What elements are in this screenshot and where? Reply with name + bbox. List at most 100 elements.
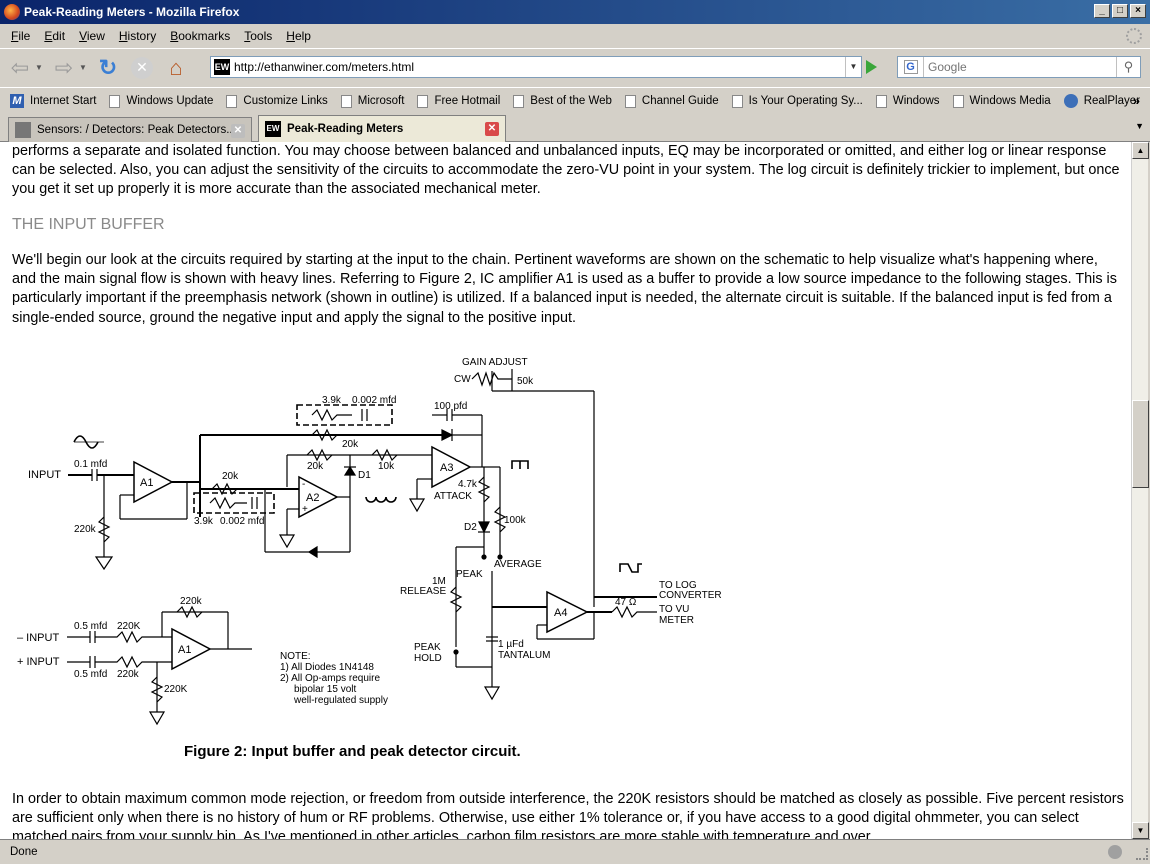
to-vu-label: TO VU	[659, 604, 689, 615]
tab-close-icon[interactable]: ✕	[485, 122, 499, 136]
forward-history-dropdown[interactable]: ▼	[79, 63, 87, 72]
menu-file[interactable]: File	[4, 29, 37, 43]
bookmark-item[interactable]: Best of the Web	[513, 94, 612, 108]
r-220K-b-label: 220k	[117, 669, 140, 680]
peak-hold-1-label: PEAK	[414, 642, 441, 653]
bookmark-item[interactable]: Microsoft	[340, 94, 404, 108]
maximize-button[interactable]: □	[1112, 4, 1128, 18]
resize-grip-icon[interactable]	[1136, 848, 1148, 860]
close-button[interactable]: ×	[1130, 4, 1146, 18]
average-label: AVERAGE	[494, 559, 542, 570]
a2-label: A2	[306, 492, 319, 504]
bookmark-item[interactable]: RealPlayer	[1063, 94, 1140, 108]
bookmark-item[interactable]: Customize Links	[226, 94, 328, 108]
search-input[interactable]	[924, 60, 1116, 74]
bookmark-label: RealPlayer	[1083, 95, 1140, 107]
bookmark-label: Is Your Operating Sy...	[748, 95, 863, 107]
neg-input-label: – INPUT	[17, 632, 59, 644]
c-002-top-label: 0.002 mfd	[352, 395, 396, 406]
menu-view[interactable]: View	[72, 29, 112, 43]
back-history-dropdown[interactable]: ▼	[35, 63, 43, 72]
menu-history[interactable]: History	[112, 29, 163, 43]
menu-accelerator: B	[170, 29, 179, 43]
r-220K-gnd-label: 220K	[164, 684, 188, 695]
tab-label: Sensors: / Detectors: Peak Detectors...	[37, 124, 236, 136]
bookmark-item[interactable]: Channel Guide	[624, 94, 719, 108]
tab-favicon-icon: EW	[265, 121, 281, 137]
release-label: RELEASE	[400, 586, 446, 597]
page-icon	[340, 94, 352, 108]
bookmark-item[interactable]: Free Hotmail	[417, 94, 501, 108]
c-002-bot-label: 0.002 mfd	[220, 516, 264, 527]
stop-button[interactable]: ✕	[128, 54, 156, 82]
status-indicator-icon	[1108, 845, 1122, 859]
c-01mfd-label: 0.1 mfd	[74, 459, 107, 470]
back-arrow-icon[interactable]: ⇦	[10, 54, 30, 80]
tab-list-dropdown-icon[interactable]: ▼	[1135, 121, 1144, 131]
bookmark-item[interactable]: Windows Media	[952, 94, 1051, 108]
scroll-down-arrow-icon[interactable]: ▼	[1132, 822, 1149, 839]
a3-label: A3	[440, 462, 453, 474]
a4-label: A4	[554, 607, 567, 619]
page-icon	[731, 94, 743, 108]
bookmark-label: Windows Update	[126, 95, 214, 107]
cw-label: CW	[454, 374, 471, 385]
input-label: INPUT	[28, 469, 61, 481]
minimize-button[interactable]: _	[1094, 4, 1110, 18]
r-4-7k-label: 4.7k	[458, 479, 478, 490]
bookmark-label: Free Hotmail	[434, 95, 501, 107]
pos-input-label: + INPUT	[17, 656, 60, 668]
c-05-b-label: 0.5 mfd	[74, 669, 107, 680]
menu-accelerator: H	[286, 29, 295, 43]
bookmark-item[interactable]: Is Your Operating Sy...	[731, 94, 863, 108]
c-100pfd-label: 100 pfd	[434, 401, 467, 412]
search-bar[interactable]: G ⚲	[897, 56, 1141, 78]
url-dropdown-icon[interactable]: ▼	[845, 57, 861, 77]
r-220k-fb-label: 220k	[180, 596, 203, 607]
r-3-9k-bot-label: 3.9k	[194, 516, 214, 527]
menu-label: iew	[86, 29, 105, 43]
figure-caption: Figure 2: Input buffer and peak detector…	[184, 743, 521, 760]
tantalum-label: TANTALUM	[498, 650, 550, 661]
bookmarks-overflow-chevron[interactable]: »	[1132, 93, 1140, 108]
vertical-scrollbar[interactable]: ▲ ▼	[1131, 142, 1149, 839]
tab-label: Peak-Reading Meters	[287, 123, 404, 135]
url-text[interactable]: http://ethanwiner.com/meters.html	[234, 60, 415, 74]
buffer-paragraph: We'll begin our look at the circuits req…	[12, 252, 1117, 326]
forward-arrow-icon[interactable]: ⇨	[54, 54, 74, 80]
scroll-thumb[interactable]	[1132, 400, 1149, 488]
tab-peak-reading-meters[interactable]: EW Peak-Reading Meters ✕	[258, 115, 506, 142]
bookmark-item[interactable]: Windows Update	[109, 94, 214, 108]
reload-icon[interactable]: ↻	[98, 54, 118, 80]
gain-adjust-label: GAIN ADJUST	[462, 357, 528, 368]
r-1m-label: 1M	[432, 576, 446, 587]
tab-close-icon[interactable]: ✕	[231, 124, 245, 138]
menu-edit[interactable]: Edit	[37, 29, 72, 43]
peak-hold-2-label: HOLD	[414, 653, 442, 664]
r-50k-label: 50k	[517, 376, 534, 387]
go-arrow-icon[interactable]	[866, 60, 877, 74]
home-icon[interactable]: ⌂	[169, 54, 183, 80]
scroll-up-arrow-icon[interactable]: ▲	[1132, 142, 1149, 159]
section-heading: THE INPUT BUFFER	[12, 216, 165, 233]
bookmark-label: Channel Guide	[641, 95, 719, 107]
menu-label: dit	[52, 29, 66, 43]
menu-bookmarks[interactable]: Bookmarks	[163, 29, 237, 43]
r-220k-in-label: 220k	[74, 524, 97, 535]
attack-label: ATTACK	[434, 491, 472, 502]
url-bar[interactable]: EW http://ethanwiner.com/meters.html ▼	[210, 56, 862, 78]
menu-accelerator: F	[11, 29, 19, 43]
r-20k-mid-label: 20k	[222, 471, 239, 482]
meter-label: METER	[659, 615, 694, 626]
bookmark-item[interactable]: Windows	[875, 94, 940, 108]
search-magnifier-icon[interactable]: ⚲	[1116, 57, 1140, 77]
search-engine-selector[interactable]: G	[898, 57, 924, 77]
page-icon	[875, 94, 887, 108]
a1-label: A1	[140, 477, 153, 489]
menu-help[interactable]: Help	[279, 29, 318, 43]
tab-sensors[interactable]: Sensors: / Detectors: Peak Detectors... …	[8, 117, 252, 142]
menu-label: ile	[18, 29, 31, 43]
menu-tools[interactable]: Tools	[237, 29, 279, 43]
